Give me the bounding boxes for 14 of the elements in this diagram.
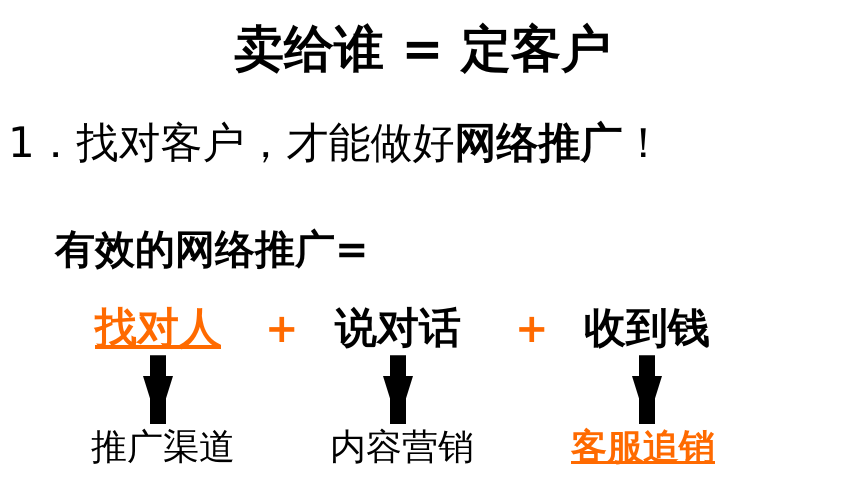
plus-sign: + <box>515 307 549 351</box>
formula-heading: 有效的网络推广= <box>55 228 369 272</box>
result-text: 内容营销 <box>330 428 474 468</box>
statement-text: 1．找对客户，才能做好网络推广！ <box>8 120 665 166</box>
plus-sign: + <box>265 307 299 351</box>
step-text: 找对人 <box>95 305 221 352</box>
block-arrow <box>143 355 173 424</box>
step-text: 说对话 <box>335 305 461 352</box>
block-arrow <box>632 355 662 424</box>
block-arrow <box>383 355 413 424</box>
result-text: 推广渠道 <box>91 428 235 468</box>
step-text: 收到钱 <box>584 305 710 352</box>
result-text: 客服追销 <box>571 428 715 468</box>
slide-title: 卖给谁 = 定客户 <box>233 22 612 77</box>
